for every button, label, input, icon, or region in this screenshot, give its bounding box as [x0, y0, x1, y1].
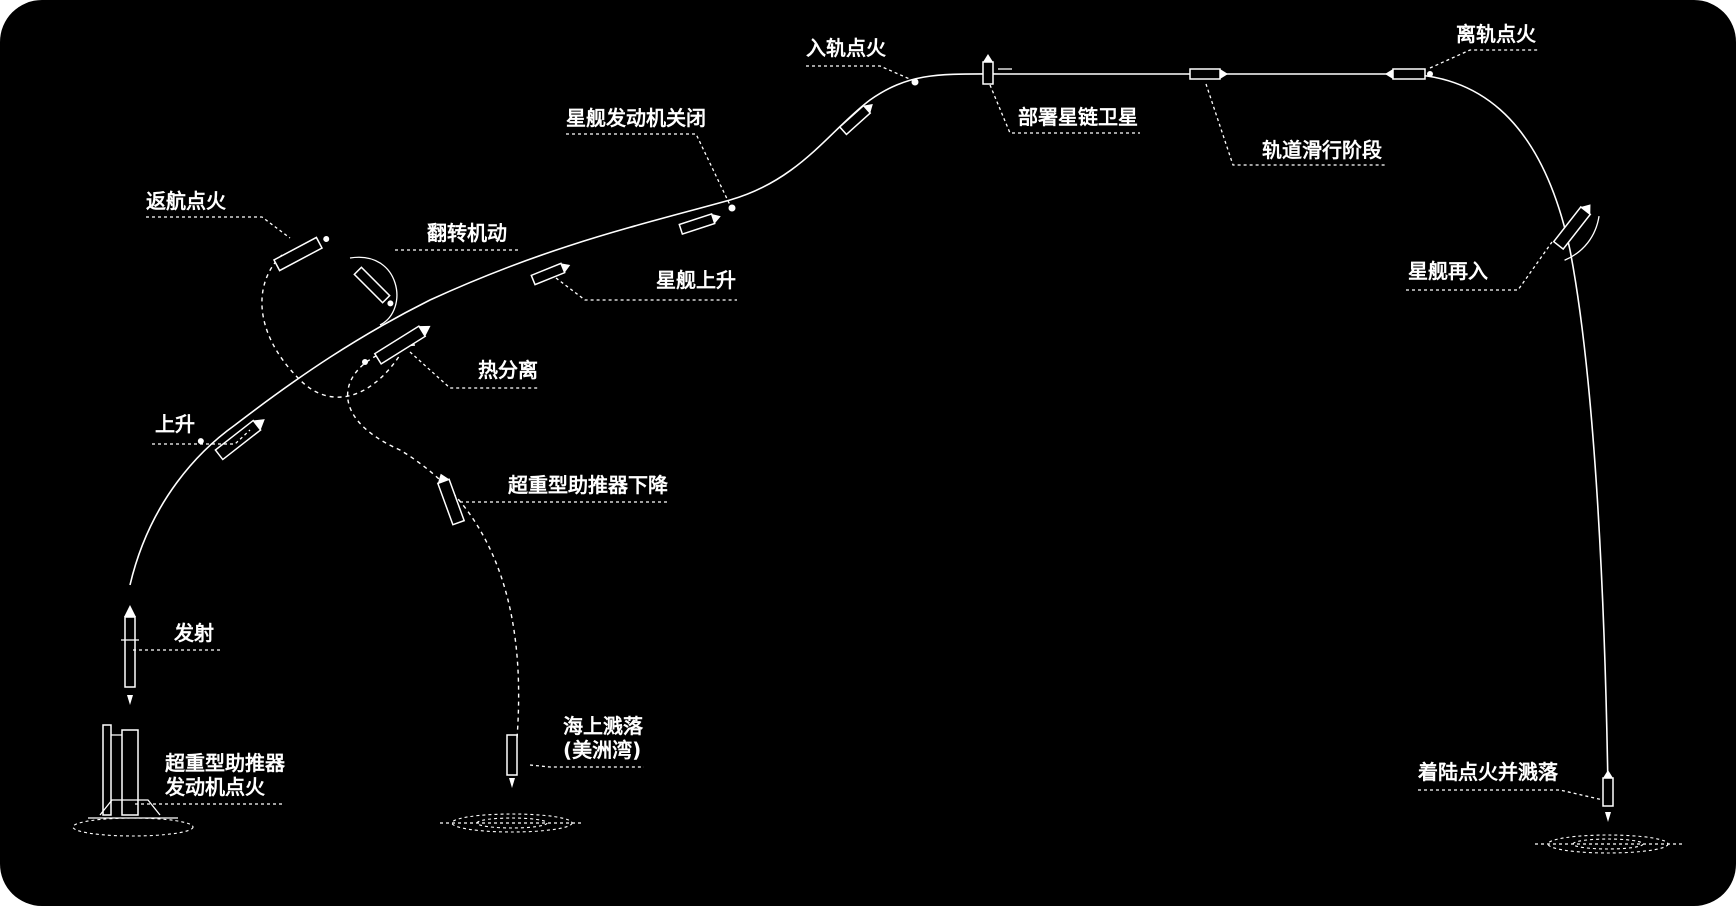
ship-ascent-rocket-icon	[530, 262, 571, 286]
label-launch: 发射	[173, 621, 214, 645]
launch-rocket-icon	[121, 605, 139, 705]
label-ship-ascent: 星舰上升	[656, 268, 736, 292]
label-ascent: 上升	[155, 412, 195, 436]
label-orbit-insertion-burn: 入轨点火	[806, 36, 887, 60]
leader-ascent	[152, 429, 251, 445]
leader-starlink	[989, 84, 1140, 134]
descent-booster-icon	[436, 473, 466, 526]
flip-maneuver-booster-icon	[349, 256, 398, 326]
leader-reentry	[1406, 241, 1553, 291]
leader-ship-ascent	[555, 277, 737, 301]
orbit-insertion-marker	[911, 78, 919, 86]
starlink-deploy-ship-icon	[982, 54, 1012, 85]
sea-splashdown-booster-icon	[506, 734, 518, 788]
engine-cutoff-marker	[728, 204, 736, 212]
landing-ship-icon	[1602, 770, 1614, 822]
coast-ship-icon	[1189, 68, 1228, 80]
leader-orbit-insertion	[806, 65, 913, 81]
launch-tower-icon	[72, 724, 194, 837]
main-trajectory-line	[129, 73, 1609, 791]
reentry-ship-icon	[1552, 204, 1600, 261]
label-ship-engine-cutoff: 星舰发动机关闭	[566, 106, 706, 130]
leader-coast	[1205, 83, 1386, 166]
label-coast-phase: 轨道滑行阶段	[1262, 138, 1382, 162]
label-sea-splashdown-line2: (美洲湾)	[563, 738, 641, 762]
booster-return-trajectory	[347, 344, 520, 761]
label-sea-splashdown-line1: 海上溅落	[563, 714, 644, 738]
sea-ripples-booster	[440, 813, 584, 833]
hot-staging-marker	[362, 359, 368, 365]
label-landing-burn-splashdown: 着陆点火并溅落	[1417, 760, 1559, 784]
flip-arc	[349, 256, 398, 326]
label-boostback-burn: 返航点火	[146, 189, 227, 213]
hot-staging-rocket-icon	[373, 325, 431, 365]
leader-engine-cutoff	[566, 133, 731, 206]
deorbit-ship-icon	[1385, 68, 1433, 80]
label-starlink-deploy: 部署星链卫星	[1018, 105, 1138, 129]
booster-boostback-arc	[261, 254, 401, 398]
leader-landing	[1418, 789, 1604, 801]
label-flip-maneuver: 翻转机动	[427, 221, 507, 245]
leader-sea-splashdown	[529, 764, 644, 768]
leader-boostback	[146, 216, 291, 239]
leader-deorbit	[1429, 49, 1540, 69]
label-hot-staging: 热分离	[478, 358, 538, 382]
label-reentry: 星舰再入	[1408, 259, 1488, 283]
label-booster-descent: 超重型助推器下降	[507, 473, 669, 497]
boostback-booster-icon	[272, 235, 330, 272]
sea-ripples-ship	[1535, 834, 1682, 854]
label-booster-ignition-line1: 超重型助推器	[164, 751, 286, 775]
orbit-climb-rocket-icon	[838, 103, 873, 136]
label-deorbit-burn: 离轨点火	[1456, 22, 1537, 46]
label-booster-ignition-line2: 发动机点火	[164, 775, 266, 799]
ship-cutoff-rocket-icon	[678, 213, 721, 235]
ascent-rocket-icon	[197, 419, 265, 461]
